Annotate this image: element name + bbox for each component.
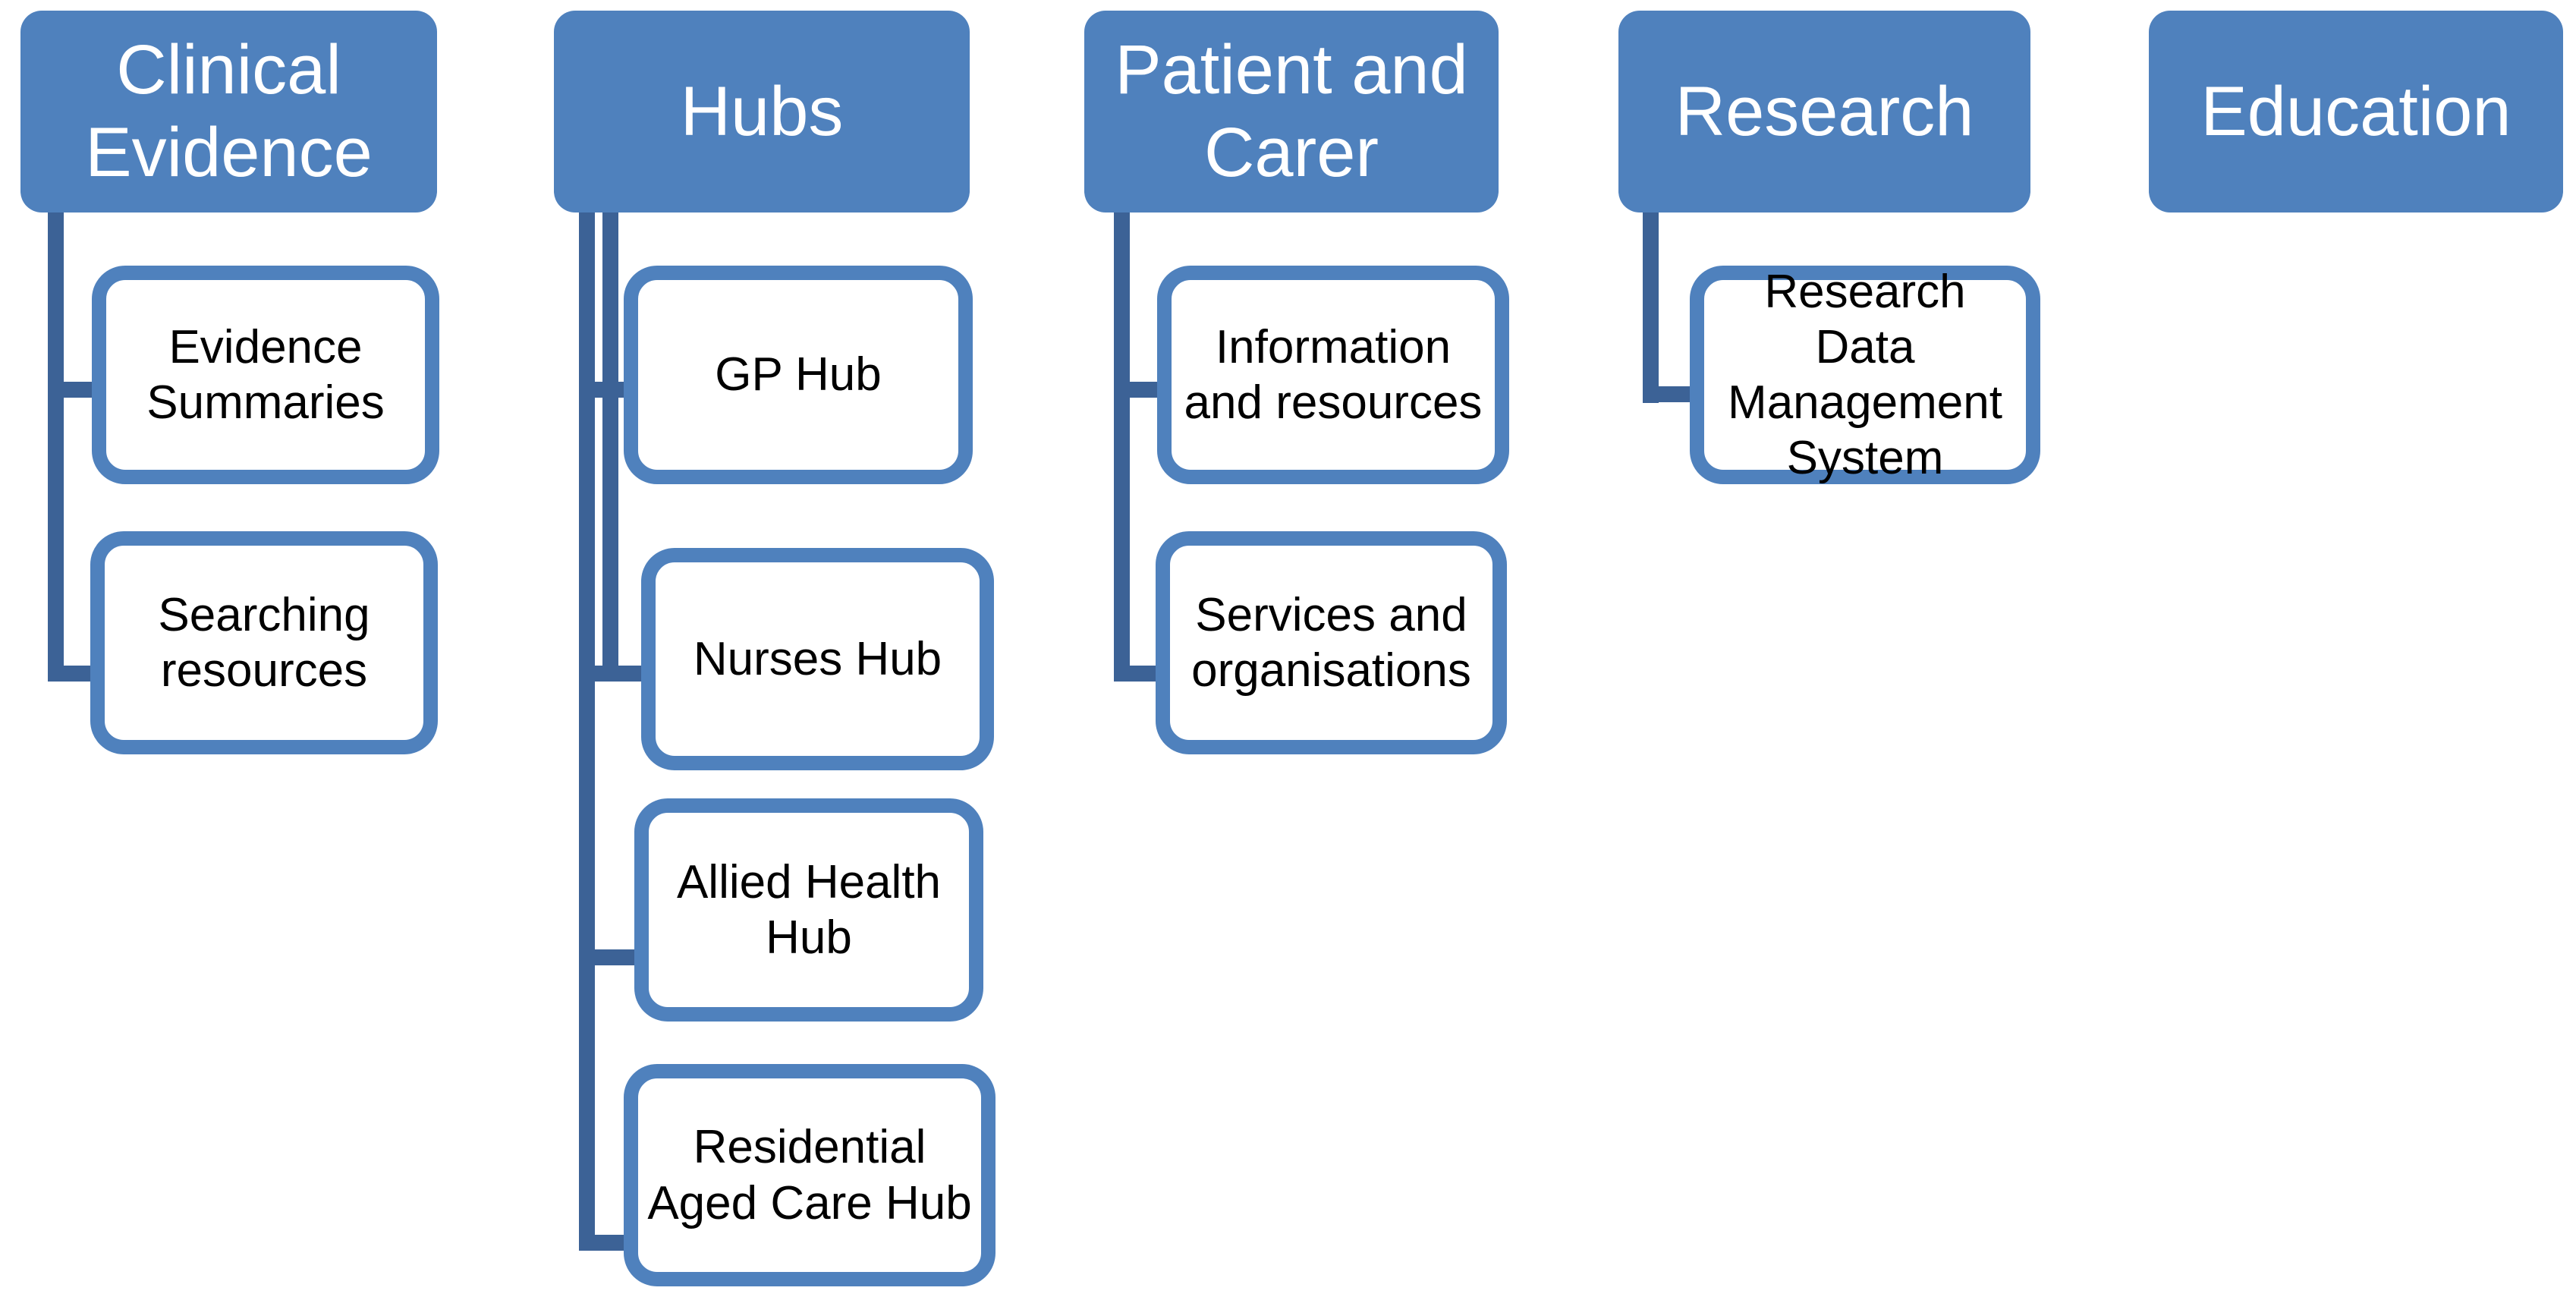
connector-elbow-nurses-hub (579, 666, 645, 682)
connector-vertical-patient-carer (1114, 212, 1130, 682)
connector-elbow-evidence-summaries (48, 382, 95, 398)
connector-vertical-hubs-inner (602, 212, 618, 682)
node-hubs[interactable]: Hubs (554, 11, 970, 212)
node-label: Research Data Management System (1728, 265, 2002, 485)
node-label: Evidence Summaries (146, 320, 385, 429)
node-label: Education (2200, 72, 2512, 150)
connector-elbow-gp-hub (579, 382, 627, 398)
node-label: GP Hub (715, 348, 882, 401)
connector-elbow-services-organisations (1114, 666, 1159, 682)
node-searching-resources[interactable]: Searching resources (90, 531, 438, 754)
node-label: Research (1675, 72, 1974, 150)
node-patient-and-carer[interactable]: Patient and Carer (1084, 11, 1499, 212)
node-allied-health-hub[interactable]: Allied Health Hub (634, 798, 983, 1022)
connector-elbow-research-data-management (1643, 386, 1694, 402)
node-label: Hubs (680, 72, 844, 150)
node-gp-hub[interactable]: GP Hub (624, 266, 973, 484)
node-label: Searching resources (158, 588, 370, 697)
connector-elbow-allied-health-hub (579, 949, 638, 965)
node-research[interactable]: Research (1618, 11, 2030, 212)
node-label: Services and organisations (1191, 588, 1471, 697)
connector-vertical-hubs-outer (579, 212, 595, 1251)
node-information-and-resources[interactable]: Information and resources (1157, 266, 1509, 484)
node-services-and-organisations[interactable]: Services and organisations (1156, 531, 1507, 754)
node-label: Information and resources (1184, 320, 1483, 429)
node-evidence-summaries[interactable]: Evidence Summaries (92, 266, 439, 484)
connector-vertical-clinical-evidence (48, 212, 64, 682)
node-label: Allied Health Hub (676, 855, 942, 964)
node-label: Nurses Hub (693, 632, 942, 685)
node-residential-aged-care-hub[interactable]: Residential Aged Care Hub (624, 1064, 995, 1286)
node-nurses-hub[interactable]: Nurses Hub (641, 548, 994, 770)
node-research-data-management-system[interactable]: Research Data Management System (1690, 266, 2040, 484)
node-education[interactable]: Education (2149, 11, 2563, 212)
node-clinical-evidence[interactable]: Clinical Evidence (20, 11, 437, 212)
node-label: Residential Aged Care Hub (647, 1121, 972, 1229)
connector-vertical-research (1643, 212, 1659, 403)
connector-elbow-searching-resources (48, 666, 95, 682)
node-label: Patient and Carer (1115, 31, 1468, 191)
connector-elbow-information-resources (1114, 382, 1161, 398)
node-label: Clinical Evidence (85, 31, 373, 191)
connector-elbow-residential-aged-care-hub (579, 1235, 627, 1251)
